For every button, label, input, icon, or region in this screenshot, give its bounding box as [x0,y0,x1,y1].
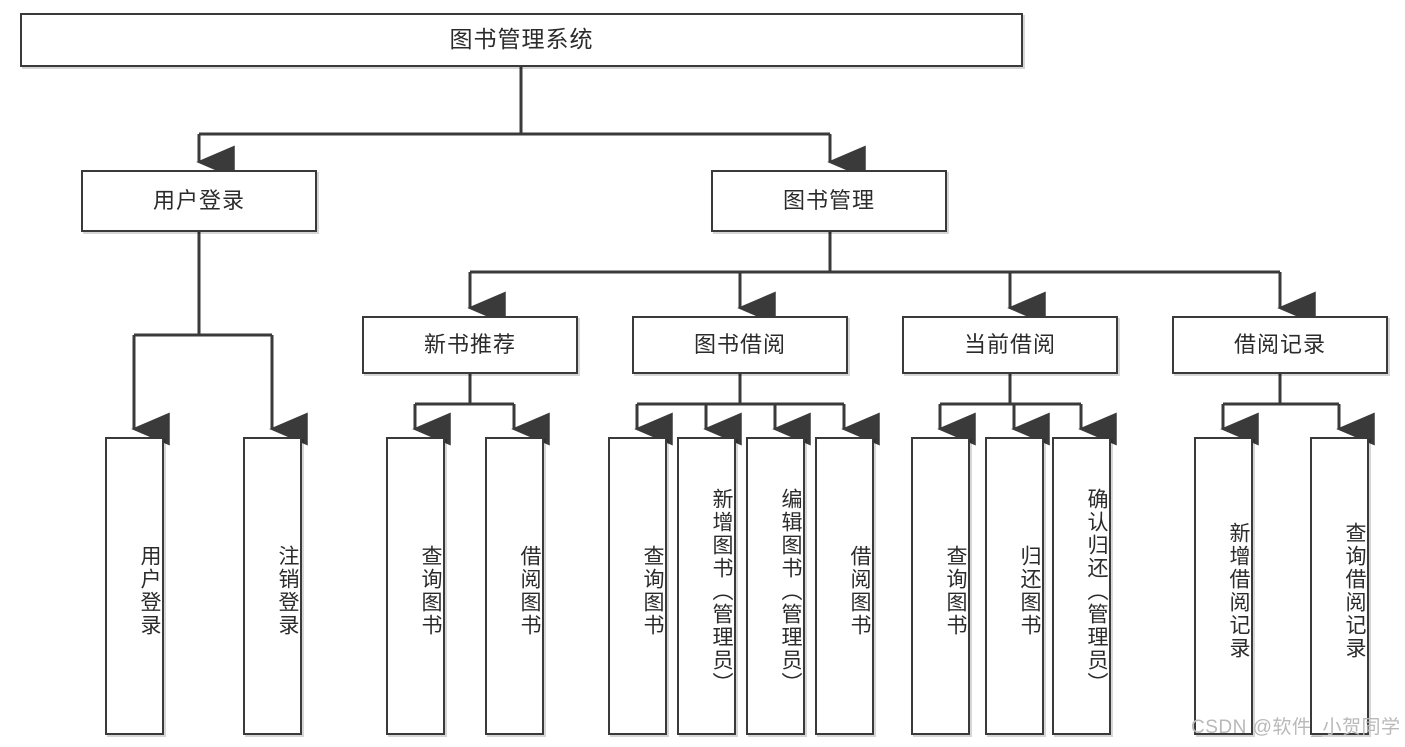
node-label: 查询图书 [419,545,442,637]
node-leaf-confirm-return-admin[interactable]: 确认归还（管理员） [1052,437,1111,735]
node-new-book-recommend[interactable]: 新书推荐 [362,316,578,374]
watermark-text: CSDN @软件_小贺同学 [1191,717,1401,738]
node-label: 借阅记录 [1233,331,1326,357]
node-label: 新增借阅记录 [1227,522,1250,660]
node-leaf-return-book[interactable]: 归还图书 [985,437,1044,735]
node-label: 借阅图书 [848,545,871,637]
node-leaf-query-book-cb[interactable]: 查询图书 [911,437,970,735]
node-label: 用户登录 [152,187,245,213]
node-leaf-add-book-admin[interactable]: 新增图书（管理员） [677,437,736,735]
node-label: 图书管理 [782,187,875,213]
node-label: 查询图书 [641,545,664,637]
node-leaf-edit-book-admin[interactable]: 编辑图书（管理员） [746,437,805,735]
node-label: 查询图书 [944,545,967,637]
node-label: 归还图书 [1018,545,1041,637]
node-label: 注销登录 [276,545,299,637]
node-label: 新书推荐 [423,331,516,357]
node-label: 图书借阅 [693,331,786,357]
node-leaf-borrow-book-nbr[interactable]: 借阅图书 [485,437,544,735]
node-label: 图书管理系统 [449,26,594,53]
node-user-login[interactable]: 用户登录 [81,170,317,232]
node-leaf-query-book-bb[interactable]: 查询图书 [608,437,667,735]
node-label: 用户登录 [138,545,161,637]
node-leaf-add-borrow-record[interactable]: 新增借阅记录 [1194,437,1253,735]
node-leaf-user-logout[interactable]: 注销登录 [243,437,302,735]
node-label: 查询借阅记录 [1343,522,1366,660]
node-borrow-record[interactable]: 借阅记录 [1172,316,1388,374]
node-label: 编辑图书（管理员） [779,487,802,695]
node-label: 借阅图书 [518,545,541,637]
node-current-borrow[interactable]: 当前借阅 [902,316,1118,374]
node-leaf-user-login[interactable]: 用户登录 [105,437,164,735]
node-book-borrow[interactable]: 图书借阅 [632,316,848,374]
node-label: 新增图书（管理员） [710,487,733,695]
node-root-system[interactable]: 图书管理系统 [20,13,1023,67]
node-leaf-query-borrow-record[interactable]: 查询借阅记录 [1310,437,1369,735]
node-label: 当前借阅 [963,331,1056,357]
node-leaf-borrow-book-bb[interactable]: 借阅图书 [815,437,874,735]
node-label: 确认归还（管理员） [1085,487,1108,695]
node-book-manage[interactable]: 图书管理 [711,170,947,232]
node-leaf-query-book-nbr[interactable]: 查询图书 [386,437,445,735]
